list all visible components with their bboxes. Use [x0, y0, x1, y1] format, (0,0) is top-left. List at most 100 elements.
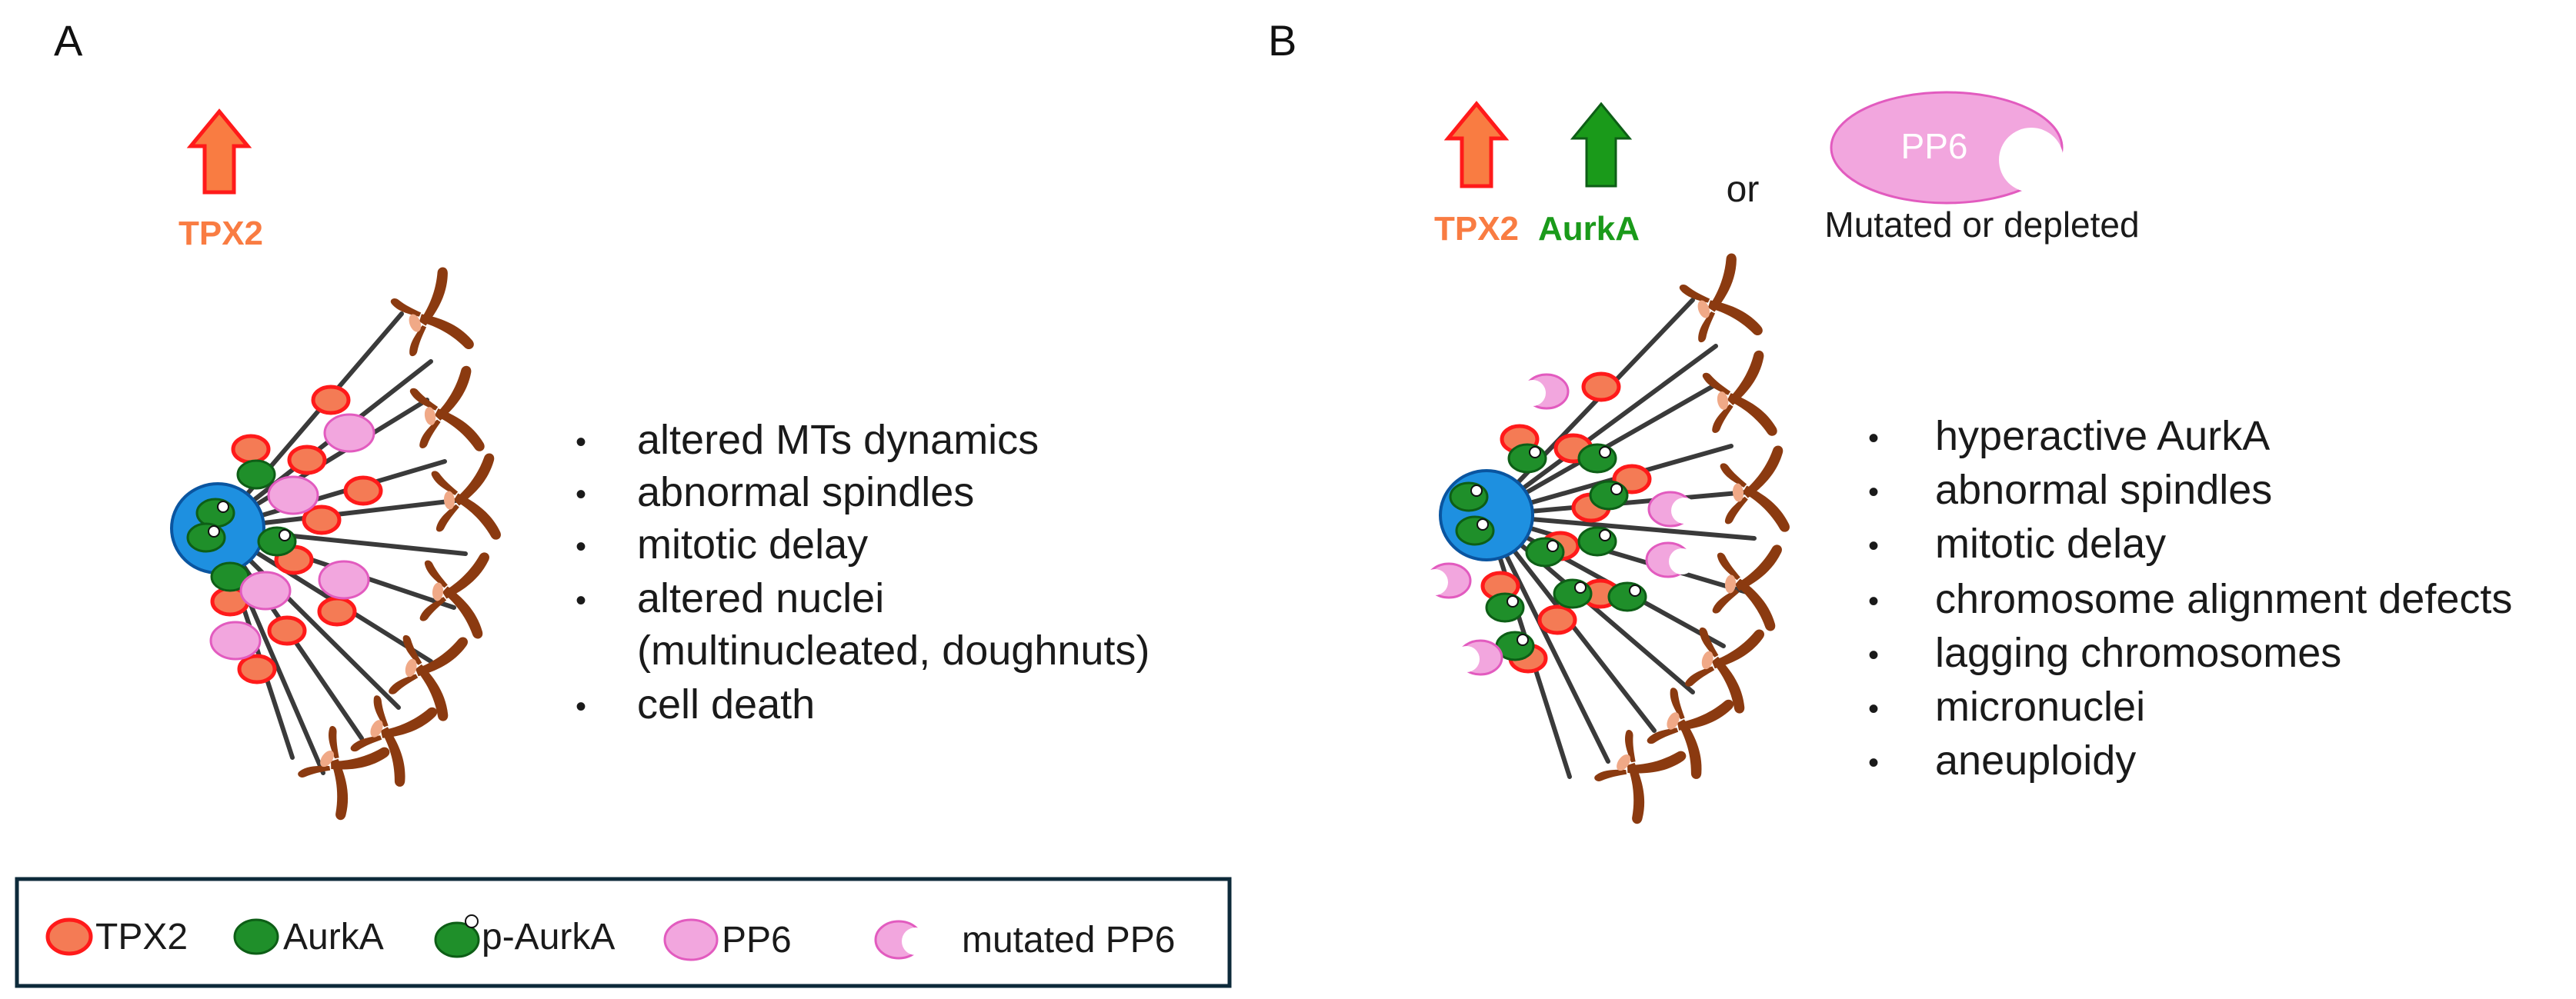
panel-b-label: B: [1268, 16, 1296, 65]
mutated-pp6-icon: [1645, 541, 1695, 578]
mutated-pp6-icon: [1647, 491, 1697, 528]
pp6-caption: Mutated or depleted: [1824, 205, 2139, 245]
chromosome-icon: [389, 634, 468, 721]
mutated-pp6-icon: [1453, 639, 1503, 676]
effects-list-b: • hyperactive AurkA • abnormal spindles …: [1868, 413, 2512, 784]
p-aurka-icon: [257, 526, 297, 557]
chromosome-icon: [1647, 688, 1734, 779]
p-aurka-icon: [434, 914, 480, 958]
bullet: •: [1868, 529, 1879, 563]
tpx2-regulator-label: TPX2: [179, 215, 263, 252]
effect-item: micronuclei: [1935, 684, 2145, 730]
effect-item: chromosome alignment defects: [1935, 576, 2512, 622]
bullet: •: [1868, 746, 1879, 780]
legend-label: p-AurkA: [482, 917, 615, 957]
p-aurka-icon: [1525, 537, 1565, 568]
bullet: •: [576, 584, 586, 618]
tpx2-regulator-label: TPX2: [1434, 210, 1519, 248]
bullet: •: [576, 425, 586, 459]
chromosome-icon: [1702, 350, 1777, 436]
p-aurka-icon: [1485, 592, 1525, 623]
bullet: •: [1868, 421, 1879, 455]
bullet: •: [1868, 638, 1879, 672]
pp6-badge-label: PP6: [1901, 126, 1968, 166]
p-aurka-icon: [1577, 443, 1617, 474]
tpx2-icon: [311, 385, 351, 415]
pp6-icon: [318, 560, 370, 600]
chromosome-icon: [419, 552, 489, 639]
effect-item: cell death: [637, 681, 815, 728]
mutated-pp6-icon: [1422, 562, 1472, 599]
aurka-up-arrow-icon: [1570, 102, 1633, 188]
p-aurka-icon: [1455, 515, 1495, 546]
chromosome-icon: [1720, 445, 1790, 532]
microtubule: [1484, 344, 1718, 518]
legend-label: PP6: [722, 920, 792, 961]
pp6-mutated-badge-icon: [1830, 91, 2064, 205]
microtubule: [1484, 298, 1695, 518]
effect-item: mitotic delay: [637, 521, 868, 568]
legend-label: mutated PP6: [962, 920, 1176, 961]
tpx2-icon: [1581, 371, 1621, 402]
microtubule: [215, 311, 404, 531]
pp6-icon: [267, 475, 319, 515]
panel-b: B TPX2 AurkA or PP6 Mutated or depleted …: [1268, 16, 2512, 824]
bullet: •: [1868, 475, 1879, 509]
pp6-icon: [663, 918, 719, 961]
tpx2-icon: [1537, 604, 1577, 635]
tpx2-icon: [231, 434, 271, 465]
chromosomes: [298, 267, 501, 821]
or-text: or: [1727, 169, 1760, 210]
effect-item: abnormal spindles: [637, 469, 974, 515]
effect-item: altered nuclei: [637, 575, 884, 621]
spindle-diagram-a: [170, 267, 501, 821]
mutated-pp6-icon: [1520, 373, 1570, 410]
chromosome-icon: [409, 365, 485, 451]
p-aurka-icon: [1507, 443, 1547, 474]
tpx2-icon: [267, 615, 307, 646]
effect-item: abnormal spindles: [1935, 467, 2272, 513]
chromosome-icon: [1594, 729, 1687, 824]
effect-item: altered MTs dynamics: [637, 417, 1039, 463]
panel-a-label: A: [54, 16, 83, 65]
p-aurka-icon: [1577, 526, 1617, 557]
pp6-icon: [239, 571, 292, 611]
effect-item-continuation: (multinucleated, doughnuts): [637, 628, 1150, 674]
p-aurka-icon: [1449, 481, 1489, 512]
effect-item: aneuploidy: [1935, 738, 2136, 784]
tpx2-icon: [317, 596, 357, 627]
effect-item: hyperactive AurkA: [1935, 413, 2270, 459]
aurka-icon: [233, 918, 279, 955]
bullet: •: [576, 530, 586, 564]
spindle-proteins: [1422, 371, 1697, 676]
pp6-icon: [323, 413, 375, 453]
legend-box: [15, 877, 1232, 988]
panel-a: A TPX2 • altered MTs dynamics • abnormal…: [54, 16, 1150, 821]
effect-item: mitotic delay: [1935, 521, 2166, 567]
tpx2-icon: [237, 654, 277, 684]
chromosome-icon: [298, 725, 390, 821]
chromosome-icon: [1679, 253, 1763, 343]
effects-list-a: • altered MTs dynamics • abnormal spindl…: [576, 417, 1150, 728]
chromosome-icon: [390, 267, 474, 357]
tpx2-up-arrow-icon: [186, 108, 252, 195]
chromosome-icon: [431, 453, 501, 540]
p-aurka-icon: [195, 498, 235, 528]
tpx2-icon: [287, 445, 327, 475]
mutated-pp6-icon: [874, 920, 929, 960]
bullet: •: [576, 478, 586, 511]
chromosome-icon: [1685, 627, 1764, 714]
tpx2-icon: [343, 475, 383, 506]
centrosome-icon: [1439, 469, 1534, 561]
legend-label: TPX2: [95, 917, 188, 957]
chromosomes: [1594, 253, 1790, 824]
tpx2-up-arrow-icon: [1443, 101, 1510, 188]
p-aurka-icon: [1589, 480, 1629, 511]
spindle-proteins: [186, 385, 383, 684]
legend: TPX2 AurkA p-AurkA PP6 mutated PP6: [15, 877, 1232, 988]
legend-label: AurkA: [283, 917, 384, 957]
aurka-icon: [236, 459, 276, 490]
p-aurka-icon: [1553, 578, 1593, 609]
bullet: •: [1868, 692, 1879, 726]
